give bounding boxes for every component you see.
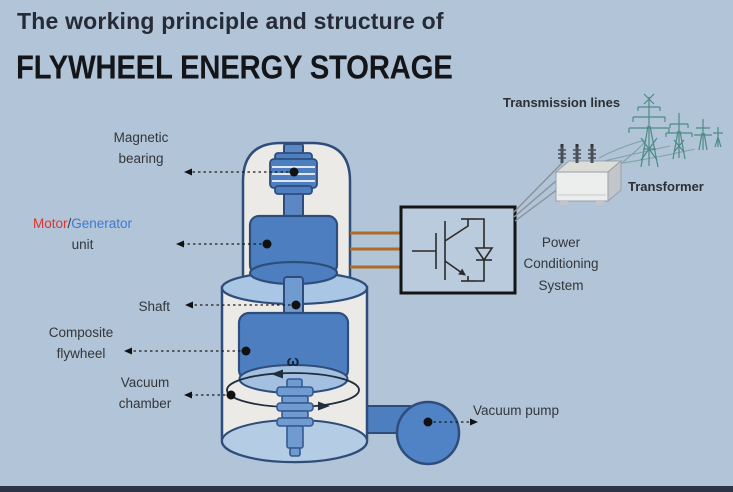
vacuum-pump-graphic [395,400,461,466]
pcs-box-graphic [399,205,517,295]
label-slash: / [67,216,72,231]
footer-bar [0,486,733,492]
power-wires-graphic [350,231,401,269]
label-transformer: Transformer [628,179,704,194]
page-subtitle: FLYWHEEL ENERGY STORAGE [16,50,453,87]
label-generator: Generator [71,216,133,231]
label-vacuum-pump: Vacuum pump [472,403,560,418]
page-title: The working principle and structure of [17,8,444,34]
transformer-graphic [554,144,623,205]
label-vacuum-chamber: Vacuum chamber [118,375,172,412]
motor-generator-graphic [248,214,339,286]
label-shaft: Shaft [138,299,170,314]
label-magnetic-bearing: Magnetic bearing [113,130,169,167]
transmission-towers-graphic [628,93,723,168]
label-arrows-graphic [124,167,478,427]
label-omega: ω [286,353,300,370]
label-motor-generator-unit: Motor/Generator unit [10,213,155,256]
label-transmission-lines: Transmission lines [503,95,621,110]
lower-bearing-graphic [276,378,314,457]
label-motor-generator-line: Motor/Generator [10,213,155,234]
label-power-conditioning-system: Power Conditioning System [523,235,599,293]
label-motor: Motor [32,216,68,231]
label-unit: unit [71,237,94,253]
label-composite-flywheel: Composite flywheel [48,325,114,362]
